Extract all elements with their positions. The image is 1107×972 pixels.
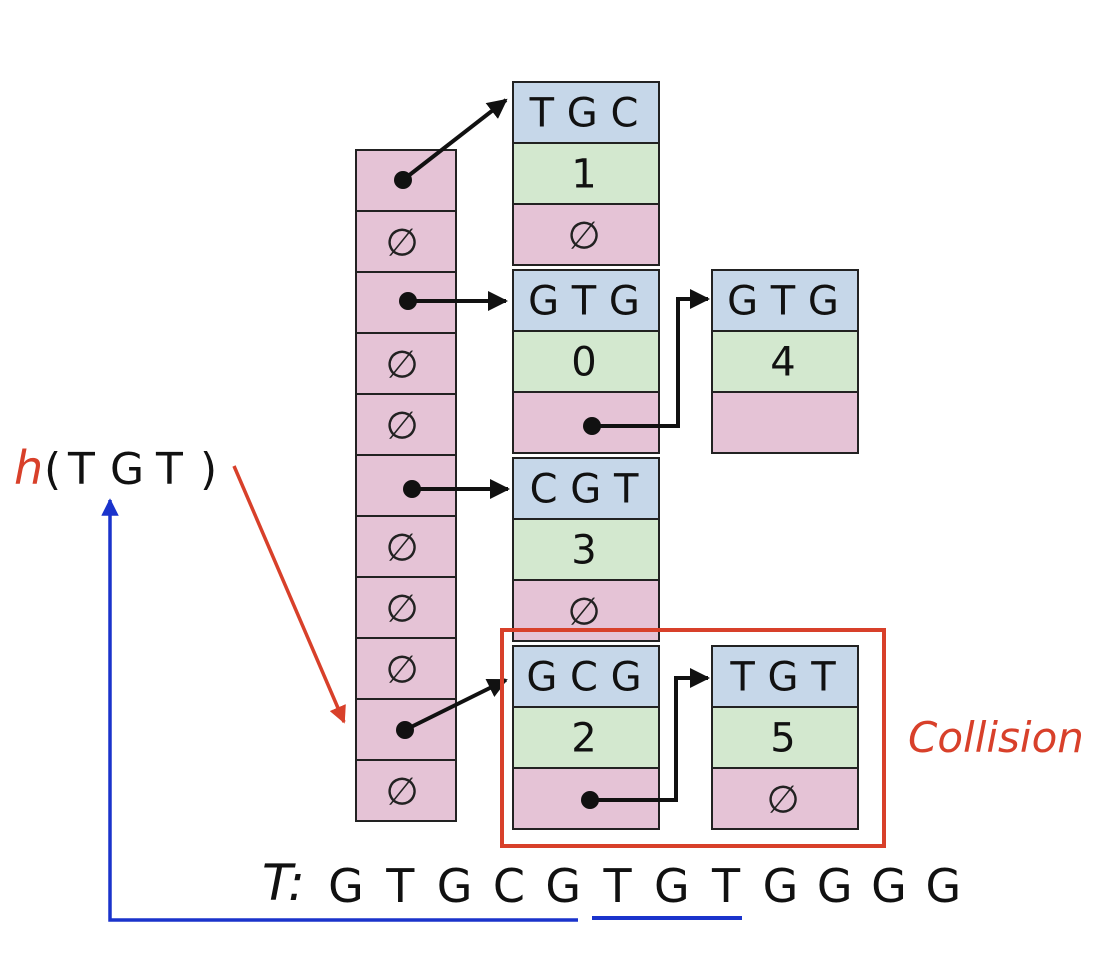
table-slot: ∅ xyxy=(355,393,457,456)
node-next-cell xyxy=(711,391,859,454)
text-char: T xyxy=(711,859,741,913)
text-char: G xyxy=(545,859,581,913)
text-char: G xyxy=(871,859,907,913)
table-slot-cell xyxy=(355,759,457,822)
query-char: T xyxy=(67,444,95,495)
node-key: G T G xyxy=(727,279,839,325)
hash-function-name: h xyxy=(14,441,43,495)
node-value: 2 xyxy=(571,716,596,762)
text-char: G xyxy=(328,859,364,913)
text-char: G xyxy=(437,859,473,913)
text-char: T xyxy=(602,859,632,913)
node-key: T G C xyxy=(529,91,639,137)
hash-query: h ( T G T ) xyxy=(14,441,217,495)
table-slot: ∅ xyxy=(355,210,457,273)
node-value-cell xyxy=(512,518,660,581)
text-char: G xyxy=(763,859,799,913)
node-key-cell xyxy=(711,269,859,332)
query-open-paren: ( xyxy=(44,444,61,495)
node-value: 1 xyxy=(571,152,596,198)
node-next: ∅ xyxy=(567,214,600,258)
null-symbol: ∅ xyxy=(385,404,418,448)
table-slot: ∅ xyxy=(355,637,457,700)
null-symbol: ∅ xyxy=(385,343,418,387)
pointer-arrow xyxy=(592,289,710,428)
query-char: G xyxy=(110,444,144,495)
list-node: T G T 5 ∅ xyxy=(711,645,859,830)
table-slot-cell xyxy=(355,637,457,700)
pointer-arrow xyxy=(590,668,710,802)
text-char: G xyxy=(925,859,961,913)
text-char: G xyxy=(654,859,690,913)
null-symbol: ∅ xyxy=(385,526,418,570)
hash-lookup-arrow xyxy=(232,465,346,724)
substring-to-query-arrow xyxy=(101,498,578,922)
pointer-arrow xyxy=(404,678,508,732)
node-value: 4 xyxy=(770,340,795,386)
node-key-cell xyxy=(512,645,660,708)
pointer-arrows xyxy=(394,98,710,809)
query-char: T xyxy=(155,444,183,495)
table-slot: ∅ xyxy=(355,515,457,578)
node-value-cell xyxy=(512,330,660,393)
list-nodes: T G C 1 ∅ G T G 0 G T G 4 C G T 3 ∅ G C G 2 T G T 5 ∅ xyxy=(512,81,859,830)
node-next-cell xyxy=(711,767,859,830)
node-key: C G T xyxy=(530,467,639,513)
node-key: G T G xyxy=(528,279,640,325)
node-next: ∅ xyxy=(766,778,799,822)
table-slot-cell xyxy=(355,515,457,578)
table-slot: ∅ xyxy=(355,759,457,822)
node-value: 3 xyxy=(571,528,596,574)
text-label: T: xyxy=(262,854,305,912)
node-key-cell xyxy=(711,645,859,708)
node-next-cell xyxy=(512,203,660,266)
table-slot: ∅ xyxy=(355,576,457,639)
node-key-cell xyxy=(512,269,660,332)
text-char: T xyxy=(385,859,415,913)
node-key-cell xyxy=(512,457,660,520)
node-key: T G T xyxy=(729,655,836,701)
null-symbol: ∅ xyxy=(385,587,418,631)
node-key-cell xyxy=(512,81,660,144)
collision-box xyxy=(500,628,886,848)
query-close-paren: ) xyxy=(200,444,217,495)
list-node: T G C 1 ∅ xyxy=(512,81,660,266)
node-value-cell xyxy=(512,142,660,205)
text-char: G xyxy=(817,859,853,913)
node-key: G C G xyxy=(526,655,641,701)
node-value: 0 xyxy=(571,340,596,386)
list-node: C G T 3 ∅ xyxy=(512,457,660,642)
table-slot-cell xyxy=(355,210,457,273)
list-node: G T G 4 xyxy=(711,269,859,454)
collision-label: Collision xyxy=(908,713,1084,762)
text-char: C xyxy=(493,859,525,913)
node-value: 5 xyxy=(770,716,795,762)
hash-table: ∅ ∅ ∅ ∅ ∅ ∅ ∅ xyxy=(355,149,457,822)
null-symbol: ∅ xyxy=(385,221,418,265)
null-symbol: ∅ xyxy=(385,770,418,814)
table-slot-cell xyxy=(355,393,457,456)
node-value-cell xyxy=(711,706,859,769)
node-value-cell xyxy=(711,330,859,393)
table-slot: ∅ xyxy=(355,332,457,395)
null-symbol: ∅ xyxy=(385,648,418,692)
node-next: ∅ xyxy=(567,590,600,634)
pointer-arrow xyxy=(401,98,508,182)
